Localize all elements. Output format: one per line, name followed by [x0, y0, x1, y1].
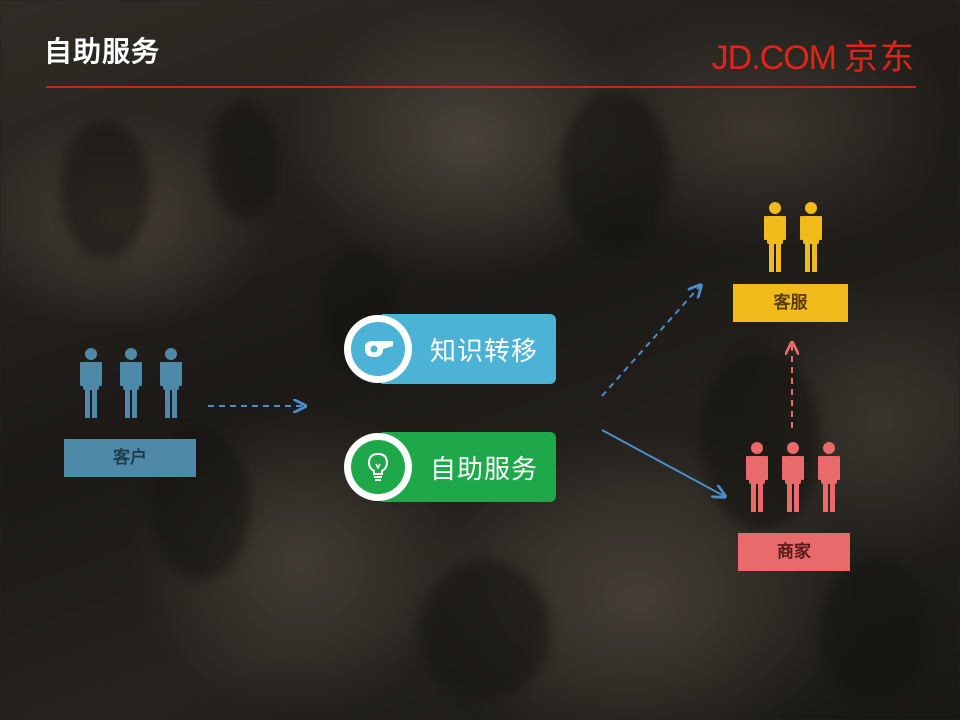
self-service-label: 自助服务	[430, 454, 539, 485]
person-icon	[80, 348, 102, 418]
customer-label: 客户	[64, 439, 196, 477]
page-title: 自助服务	[44, 35, 161, 68]
merchant-people	[746, 442, 840, 512]
knowledge-transfer-label: 知识转移	[430, 336, 539, 367]
person-icon	[800, 202, 822, 272]
self-service-badge	[344, 433, 412, 501]
person-icon	[782, 442, 804, 512]
lightbulb-icon	[367, 452, 389, 481]
header-divider	[46, 86, 916, 88]
person-icon	[120, 348, 142, 418]
service-people	[764, 202, 822, 272]
whistle-icon	[365, 341, 393, 357]
person-icon	[764, 202, 786, 272]
person-icon	[160, 348, 182, 418]
person-icon	[746, 442, 768, 512]
knowledge-transfer-badge	[344, 315, 412, 383]
merchant-label: 商家	[738, 533, 850, 571]
person-icon	[818, 442, 840, 512]
logo-text: JD.COM	[711, 39, 837, 77]
arrow-knowledge-to-service	[601, 286, 700, 397]
arrow-selfservice-to-merchant	[601, 429, 724, 496]
service-label: 客服	[733, 284, 848, 322]
customer-people	[80, 348, 182, 418]
logo-cn-text: 京东	[844, 38, 916, 78]
